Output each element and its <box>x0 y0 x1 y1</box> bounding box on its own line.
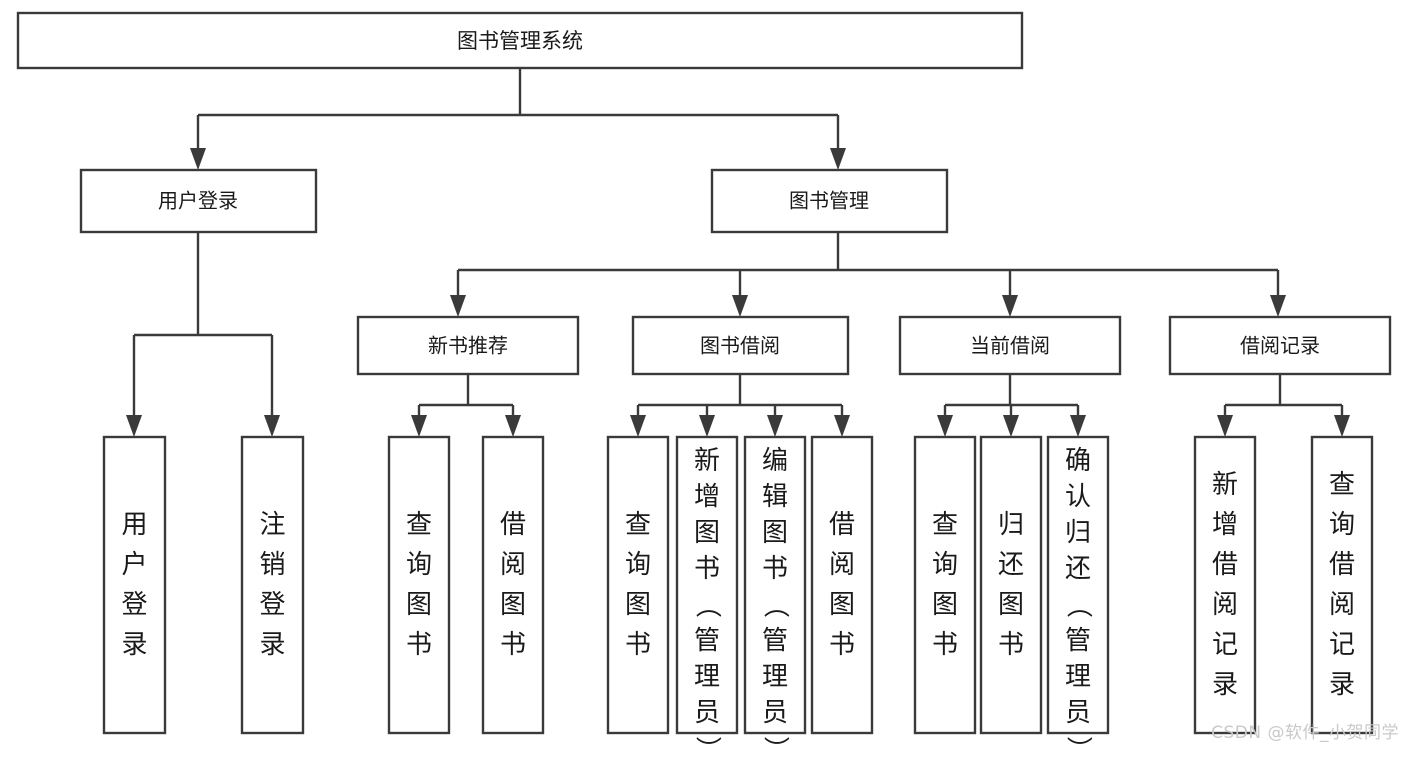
connector-borrowrecord-to-leaves <box>1217 374 1350 437</box>
node-root-label: 图书管理系统 <box>457 29 583 53</box>
node-root-system[interactable]: 图书管理系统 <box>16 11 1024 70</box>
node-book-management-label: 图书管理 <box>789 189 869 213</box>
leaf-edit-book-admin-box[interactable] <box>743 435 807 735</box>
leaf-add-borrow-record[interactable] <box>1193 435 1257 735</box>
leaf-borrow-book-recommend-box[interactable] <box>481 435 545 735</box>
node-book-management-box[interactable] <box>710 168 949 234</box>
leaf-query-book-current-box[interactable] <box>913 435 977 735</box>
leaf-query-book-borrow-box[interactable] <box>606 435 670 735</box>
leaf-add-book-admin-box[interactable] <box>675 435 739 735</box>
leaf-query-borrow-record[interactable] <box>1310 435 1374 735</box>
node-borrow-record-box[interactable] <box>1168 315 1392 376</box>
node-new-book-recommend-box[interactable] <box>356 315 580 376</box>
leaf-borrow-book-box[interactable] <box>810 435 874 735</box>
node-new-book-recommend[interactable]: 新书推荐 <box>356 315 580 376</box>
leaf-add-book-admin[interactable] <box>675 435 739 735</box>
node-borrow-record-label: 借阅记录 <box>1240 334 1320 358</box>
node-root-box[interactable] <box>16 11 1024 70</box>
connector-bookborrow-to-leaves <box>630 374 850 437</box>
leaf-query-book-current[interactable] <box>913 435 977 735</box>
node-book-borrow[interactable]: 图书借阅 <box>631 315 850 376</box>
node-user-login-box[interactable] <box>79 168 318 234</box>
node-borrow-record[interactable]: 借阅记录 <box>1168 315 1392 376</box>
node-user-login-label: 用户登录 <box>158 189 238 213</box>
leaf-borrow-book[interactable] <box>810 435 874 735</box>
node-current-borrow-label: 当前借阅 <box>970 334 1050 358</box>
diagram-canvas: 图书管理系统 用户登录 图书管理 新书推荐 图书借阅 当前借阅 借阅记录 <box>16 11 1399 762</box>
leaf-return-book-box[interactable] <box>979 435 1043 735</box>
leaf-confirm-return-admin-box[interactable] <box>1046 435 1110 735</box>
leaf-logout-box[interactable] <box>240 435 305 735</box>
connector-newbook-to-leaves <box>411 374 521 437</box>
node-book-borrow-label: 图书借阅 <box>700 334 780 358</box>
hierarchy-diagram-svg: 图书管理系统 用户登录 图书管理 新书推荐 图书借阅 当前借阅 借阅记录 <box>16 11 1392 735</box>
node-current-borrow-box[interactable] <box>898 315 1122 376</box>
leaf-add-borrow-record-box[interactable] <box>1193 435 1257 735</box>
leaf-query-borrow-record-box[interactable] <box>1310 435 1374 735</box>
csdn-watermark: CSDN @软件_小贺同学 <box>1211 723 1399 743</box>
leaf-confirm-return-admin[interactable] <box>1046 435 1110 735</box>
leaf-return-book[interactable] <box>979 435 1043 735</box>
leaf-query-book-recommend-box[interactable] <box>387 435 451 735</box>
node-current-borrow[interactable]: 当前借阅 <box>898 315 1122 376</box>
leaf-query-book-borrow[interactable] <box>606 435 670 735</box>
connector-userlogin-to-leaves <box>126 232 280 437</box>
connector-currentborrow-to-leaves <box>937 374 1086 437</box>
node-user-login[interactable]: 用户登录 <box>79 168 318 234</box>
leaf-user-login-box[interactable] <box>102 435 167 735</box>
node-new-book-recommend-label: 新书推荐 <box>428 334 508 358</box>
leaf-logout[interactable] <box>240 435 305 735</box>
connector-root-to-level2 <box>190 68 846 170</box>
connector-bookmgmt-to-level3 <box>450 232 1286 317</box>
node-book-management[interactable]: 图书管理 <box>710 168 949 234</box>
leaf-edit-book-admin[interactable] <box>743 435 807 735</box>
leaf-user-login[interactable] <box>102 435 167 735</box>
leaf-borrow-book-recommend[interactable] <box>481 435 545 735</box>
leaf-query-book-recommend[interactable] <box>387 435 451 735</box>
node-book-borrow-box[interactable] <box>631 315 850 376</box>
